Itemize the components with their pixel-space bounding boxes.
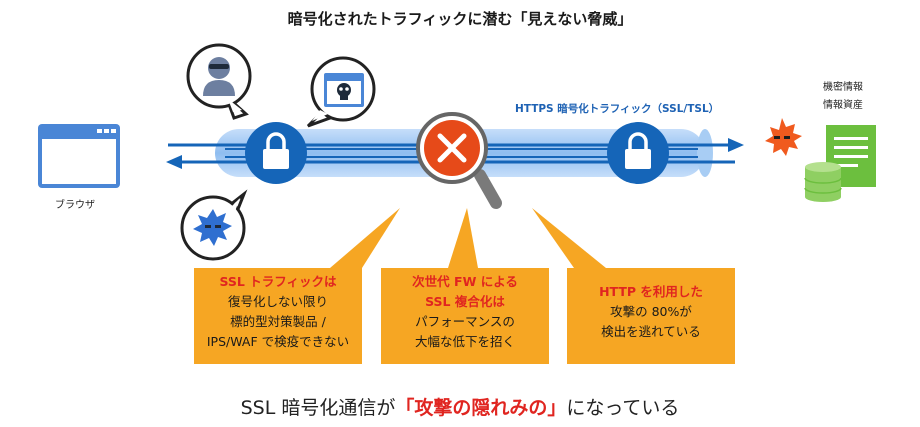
assets-label-line2: 情報資産 — [823, 100, 863, 111]
lock-icon — [607, 122, 669, 184]
caption-prefix: SSL 暗号化通信が — [240, 397, 396, 419]
hacker-bubble — [186, 43, 252, 120]
assets-label-line1: 機密情報 — [823, 82, 863, 93]
callout-box-ssl: SSL トラフィックは 復号化しない限り 標的型対策製品 / IPS/WAF で… — [194, 268, 362, 364]
callout-line: 大幅な低下を招く — [414, 334, 515, 349]
callout-line: 攻撃の 80%が — [610, 304, 692, 319]
callout-heading: 次世代 FW による — [412, 274, 518, 289]
hacker-icon — [203, 57, 235, 96]
callout-box-ngfw: 次世代 FW による SSL 複合化は パフォーマンスの 大幅な低下を招く — [381, 268, 549, 364]
callout-box-http: HTTP を利用した 攻撃の 80%が 検出を逃れている — [567, 268, 735, 364]
caption-suffix: になっている — [566, 397, 680, 419]
lock-icon — [245, 122, 307, 184]
caption-emphasis: 「攻撃の隠れみの」 — [395, 397, 567, 419]
bottom-caption: SSL 暗号化通信が「攻撃の隠れみの」になっている — [0, 393, 920, 420]
callout-pointer — [330, 208, 400, 268]
callout-heading: SSL トラフィックは — [219, 274, 337, 289]
database-icon — [804, 162, 842, 202]
callout-line: パフォーマンスの — [415, 314, 515, 329]
magnifier-x-icon — [416, 112, 502, 209]
browser-window-icon — [38, 124, 120, 188]
callout-heading: HTTP を利用した — [599, 284, 703, 299]
browser-label: ブラウザ — [55, 200, 95, 211]
skull-window-bubble — [306, 56, 376, 128]
skull-window-icon — [324, 73, 364, 107]
callout-line: IPS/WAF で検疫できない — [206, 334, 350, 349]
malware-icon — [765, 118, 802, 156]
diagram-title: 暗号化されたトラフィックに潜む「見えない脅威」 — [287, 10, 633, 28]
callout-pointer — [448, 208, 478, 268]
callout-line: 復号化しない限り — [227, 294, 328, 309]
callout-line: 検出を逃れている — [601, 324, 701, 339]
virus-bubble — [180, 189, 248, 261]
callout-heading: SSL 複合化は — [425, 294, 505, 309]
https-traffic-label: HTTPS 暗号化トラフィック（SSL/TSL） — [515, 103, 720, 115]
callout-line: 標的型対策製品 / — [230, 314, 326, 329]
virus-icon — [193, 209, 232, 246]
callout-pointer — [532, 208, 606, 268]
